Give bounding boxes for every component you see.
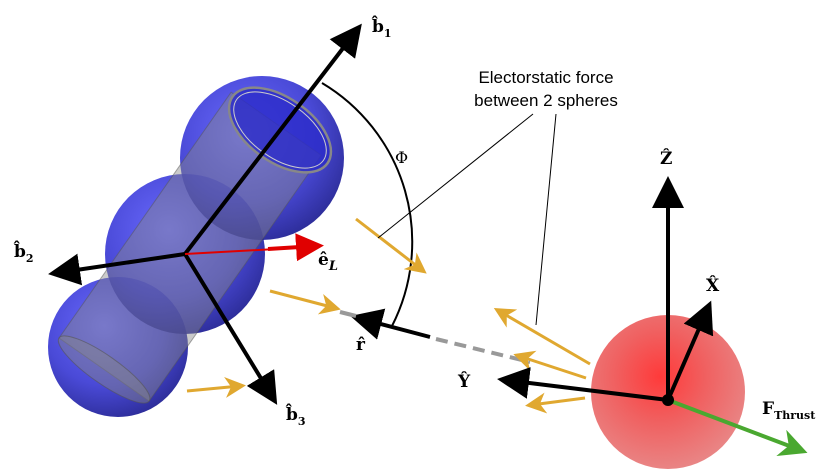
force-arrow-middle-body bbox=[269, 289, 341, 315]
b3-axis-arrow bbox=[183, 252, 278, 405]
X-axis-arrow bbox=[666, 300, 714, 401]
b1-label: b̂1 bbox=[371, 16, 392, 40]
b2-label: b̂2 bbox=[13, 241, 34, 265]
dashed-separation-line-left bbox=[339, 310, 357, 318]
Y-label: Ŷ bbox=[457, 371, 471, 392]
phi-label: Φ bbox=[395, 148, 408, 167]
b3-label: b̂3 bbox=[285, 404, 306, 428]
force-arrow-target-3 bbox=[525, 392, 586, 414]
e-L-label: êL bbox=[318, 250, 338, 274]
thrust-label: FThrust bbox=[762, 399, 816, 422]
Z-label: Ẑ bbox=[660, 148, 672, 169]
relative-position-vector bbox=[339, 308, 531, 364]
target-center-dot bbox=[662, 394, 674, 406]
target-sphere-group bbox=[497, 176, 808, 469]
force-arrow-target-2 bbox=[513, 350, 587, 380]
thrust-arrow bbox=[667, 398, 808, 457]
b2-axis-arrow bbox=[48, 252, 186, 286]
electrostatic-forces bbox=[186, 217, 591, 414]
b1-axis-arrow bbox=[183, 23, 362, 256]
r-hat-arrow bbox=[350, 308, 431, 340]
annotation-leader-right bbox=[535, 113, 557, 326]
annotation-line-1: Electorstatic force bbox=[478, 68, 613, 87]
Y-axis-arrow bbox=[497, 367, 669, 402]
phi-angle-arc bbox=[321, 82, 414, 327]
e-L-arrow bbox=[267, 233, 324, 262]
force-arrow-lower-body bbox=[186, 376, 246, 398]
r-hat-label: r̂ bbox=[356, 335, 366, 355]
three-sphere-body bbox=[48, 76, 344, 417]
X-label: X̂ bbox=[706, 276, 720, 296]
body-frame-axes bbox=[48, 23, 362, 405]
dashed-separation-line-right bbox=[435, 337, 531, 364]
annotation-leader-left bbox=[377, 113, 534, 239]
force-arrow-target-1 bbox=[493, 307, 591, 366]
force-arrow-upper-body bbox=[355, 217, 427, 274]
annotation-line-2: between 2 spheres bbox=[474, 91, 618, 110]
